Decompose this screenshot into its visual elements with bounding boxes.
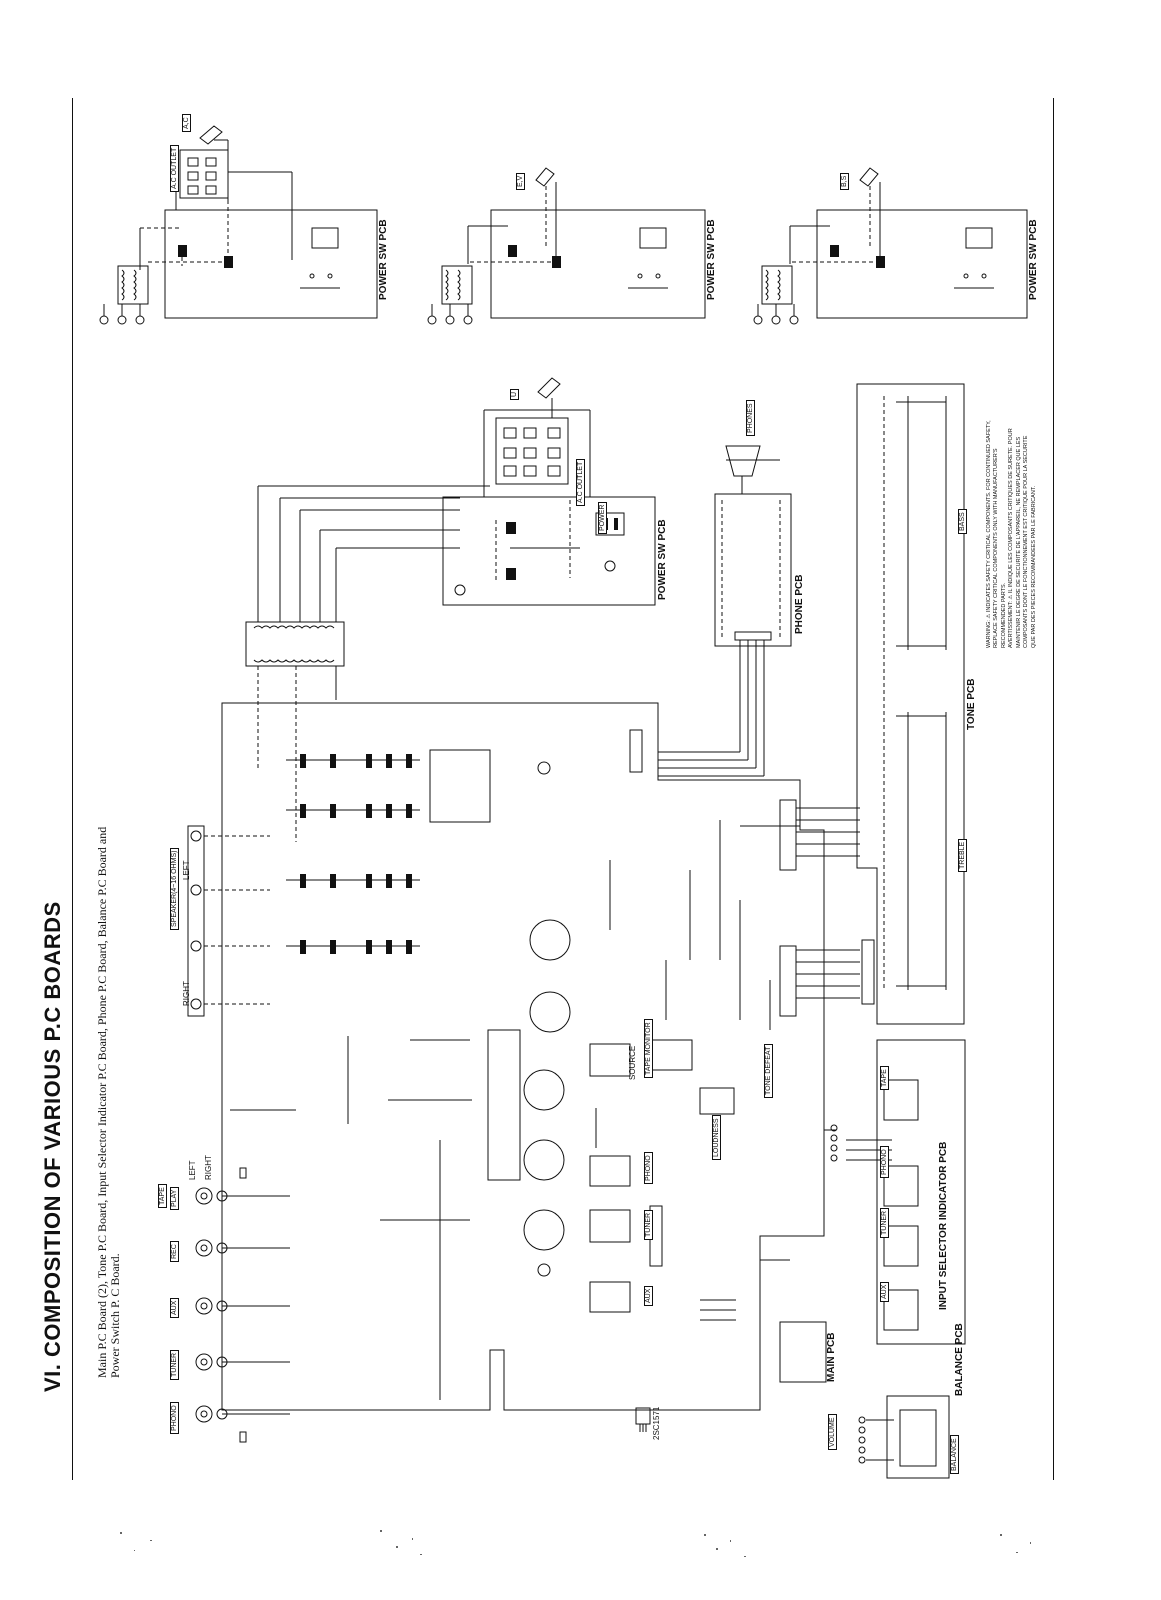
phone-pcb-label: PHONE PCB [794,574,805,634]
warning-line-2: REPLACE SAFETY CRITICAL COMPONENTS ONLY … [993,448,1000,649]
rec-jack-label: REC [170,1241,179,1262]
selector-phono-label: PHONO [880,1146,889,1178]
speaker-terminals [187,825,270,1017]
power-sw-variant-c [753,167,1028,325]
power-sw-pcb-label-main: POWER SW PCB [657,519,668,600]
play-jack-label: PLAY [170,1186,179,1210]
main-pcb-label: MAIN PCB [826,1332,837,1382]
bass-control-label: BASS [958,509,967,534]
tone-pcb-label: TONE PCB [966,678,977,731]
power-transformer [245,621,345,842]
phones-jack-label: PHONES [746,400,755,436]
selector-aux-label: AUX [880,1281,889,1302]
rca-input-jacks [195,1167,290,1443]
selector-tuner-label: TUNER [880,1207,889,1238]
tone-pcb-outline [856,383,965,1025]
speaker-left-label: LEFT [182,860,191,880]
balance-control-label: BALANCE [950,1435,959,1474]
variant-tag-ev: E,V [516,172,525,190]
variant-tag-ac: A,C [182,114,191,132]
power-sw-variant-a [99,125,378,325]
treble-control-label: TREBLE [958,838,967,872]
balance-pcb-label: BALANCE PCB [954,1323,965,1396]
phono-jack-label: PHONO [170,1402,179,1434]
main-to-tone-wiring [796,807,860,999]
scan-noise [120,1530,1031,1557]
right-margin-rule [1053,98,1054,1480]
ac-outlet-label-main: A.C OUTLET [576,458,585,506]
variant-tag-u: U [510,388,519,400]
tuner-switch-label: TUNER [644,1209,653,1240]
variant-tag-bs: B,S [840,172,849,190]
main-pcb-outline [221,702,827,1411]
power-sw-pcb-label-2: POWER SW PCB [706,219,717,300]
warning-line-7: QUE PAR DES PIECES RECOMMANDEES PAR LE F… [1030,485,1037,648]
ac-outlet-label-top: A.C OUTLET [170,144,179,192]
speaker-right-label: RIGHT [182,981,191,1006]
tuner-jack-label: TUNER [170,1349,179,1380]
balance-pcb-outline [858,1395,950,1479]
speaker-title-label: SPEAKER(4~16 OHMS) [170,847,179,930]
jack-left-label: LEFT [188,1160,197,1180]
warning-line-4: AVERTISSEMENT: ⚠ IL INDIQUE LES COMPOSAN… [1008,428,1015,648]
tone-defeat-switch-label: TONE DEFEAT [764,1043,773,1098]
speaker-output-components [286,759,420,947]
aux-switch-label: AUX [644,1285,653,1306]
loudness-switch-label: LOUDNESS [712,1115,721,1160]
power-sw-main [257,377,656,622]
warning-line-6: COMPOSANTS DONT LE FONCTIONNEMENT EST CR… [1023,435,1030,648]
source-switch-label: SOURCE [628,1045,637,1080]
aux-jack-label: AUX [170,1297,179,1318]
input-selector-pcb-label: INPUT SELECTOR INDICATOR PCB [938,1141,949,1310]
warning-line-5: MAINTENIR LE DEGRE DE SECURITE DE L'APPA… [1015,436,1022,648]
tape-label: TAPE [158,1184,167,1208]
selector-tape-label: TAPE [880,1066,889,1090]
left-margin-rule [72,98,73,1480]
tape-monitor-switch-label: TAPE MONITOR [644,1019,653,1078]
power-sw-pcb-label-1: POWER SW PCB [378,219,389,300]
warning-line-1: WARNING: ⚠ INDICATES SAFETY CRITICAL COM… [986,420,992,648]
input-selector-pcb-outline [824,1039,966,1345]
volume-control-label: VOLUME [828,1414,837,1450]
power-sw-variant-b [427,167,706,325]
transistor-label: 2SC1571 [652,1406,661,1440]
power-switch-label: POWER [598,501,607,534]
power-sw-pcb-label-3: POWER SW PCB [1028,219,1039,300]
transistor-symbol [635,1407,651,1432]
phone-pcb-outline [658,445,792,777]
phono-switch-label: PHONO [644,1152,653,1184]
jack-right-label: RIGHT [204,1155,213,1180]
safety-warning: WARNING: ⚠ INDICATES SAFETY CRITICAL COM… [986,420,1038,648]
